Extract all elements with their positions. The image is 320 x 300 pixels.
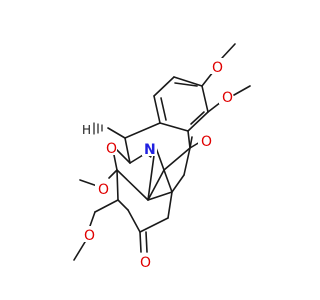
double-bond: [190, 111, 205, 125]
label-bg: [198, 132, 212, 148]
stereo-hash-bond: [93, 122, 103, 135]
label-bg: [103, 139, 117, 155]
cage-skeleton: [107, 122, 193, 201]
bond: [187, 130, 191, 149]
bond: [124, 137, 131, 164]
methyl-bond: [221, 43, 236, 59]
oxygen-ome-right: O: [222, 90, 233, 106]
bond: [167, 191, 173, 219]
bond: [153, 76, 175, 97]
atom-labels: O O O N O O O O H: [81, 58, 233, 271]
molecule-diagram: O O O N O O O O H: [73, 43, 251, 271]
label-bg: [142, 139, 157, 156]
ketone-bond: [139, 231, 142, 253]
bond: [139, 217, 169, 233]
ketone-double: [145, 231, 148, 253]
label-bg: [137, 253, 151, 269]
lower-ring: [94, 169, 173, 253]
bond: [147, 147, 156, 201]
double-bond: [160, 97, 167, 121]
nitrogen-atom: N: [144, 142, 156, 158]
label-bg: [219, 88, 233, 104]
bond: [117, 199, 129, 211]
bond: [127, 209, 141, 233]
bond: [201, 85, 209, 113]
bond: [187, 111, 209, 132]
bond: [116, 169, 149, 201]
oxygen-ketone-bottom: O: [140, 255, 151, 271]
oxygen-ring: O: [106, 141, 117, 157]
bond: [163, 147, 191, 171]
bond: [171, 174, 185, 193]
bond: [147, 169, 165, 201]
bond: [159, 122, 189, 132]
oxygen-ketone-right: O: [201, 134, 212, 150]
bond: [107, 127, 126, 139]
methyl-bond: [73, 241, 86, 261]
bond: [116, 169, 119, 201]
bond: [94, 199, 119, 213]
bond: [163, 169, 173, 193]
bond: [153, 95, 161, 124]
double-bond: [174, 82, 198, 87]
bond: [147, 191, 173, 201]
bond: [207, 101, 222, 113]
aromatic-ring: [153, 76, 209, 132]
structure-svg: O O O N O O O O H: [73, 43, 251, 271]
label-bg: [81, 226, 95, 242]
bond: [201, 71, 214, 87]
methyl-bond: [233, 85, 251, 96]
oxygen-ome-top: O: [212, 60, 223, 76]
bond: [108, 169, 118, 179]
stereo-hydrogen: H: [82, 123, 91, 137]
bond: [124, 122, 161, 139]
bond: [183, 147, 191, 176]
oxygen-ome-left: O: [98, 182, 109, 198]
label-bg: [209, 58, 223, 74]
bond: [173, 76, 203, 87]
oxygen-ome-bottom-left: O: [84, 228, 95, 244]
label-bg: [95, 180, 109, 196]
bond: [89, 211, 96, 227]
bond: [129, 154, 144, 164]
